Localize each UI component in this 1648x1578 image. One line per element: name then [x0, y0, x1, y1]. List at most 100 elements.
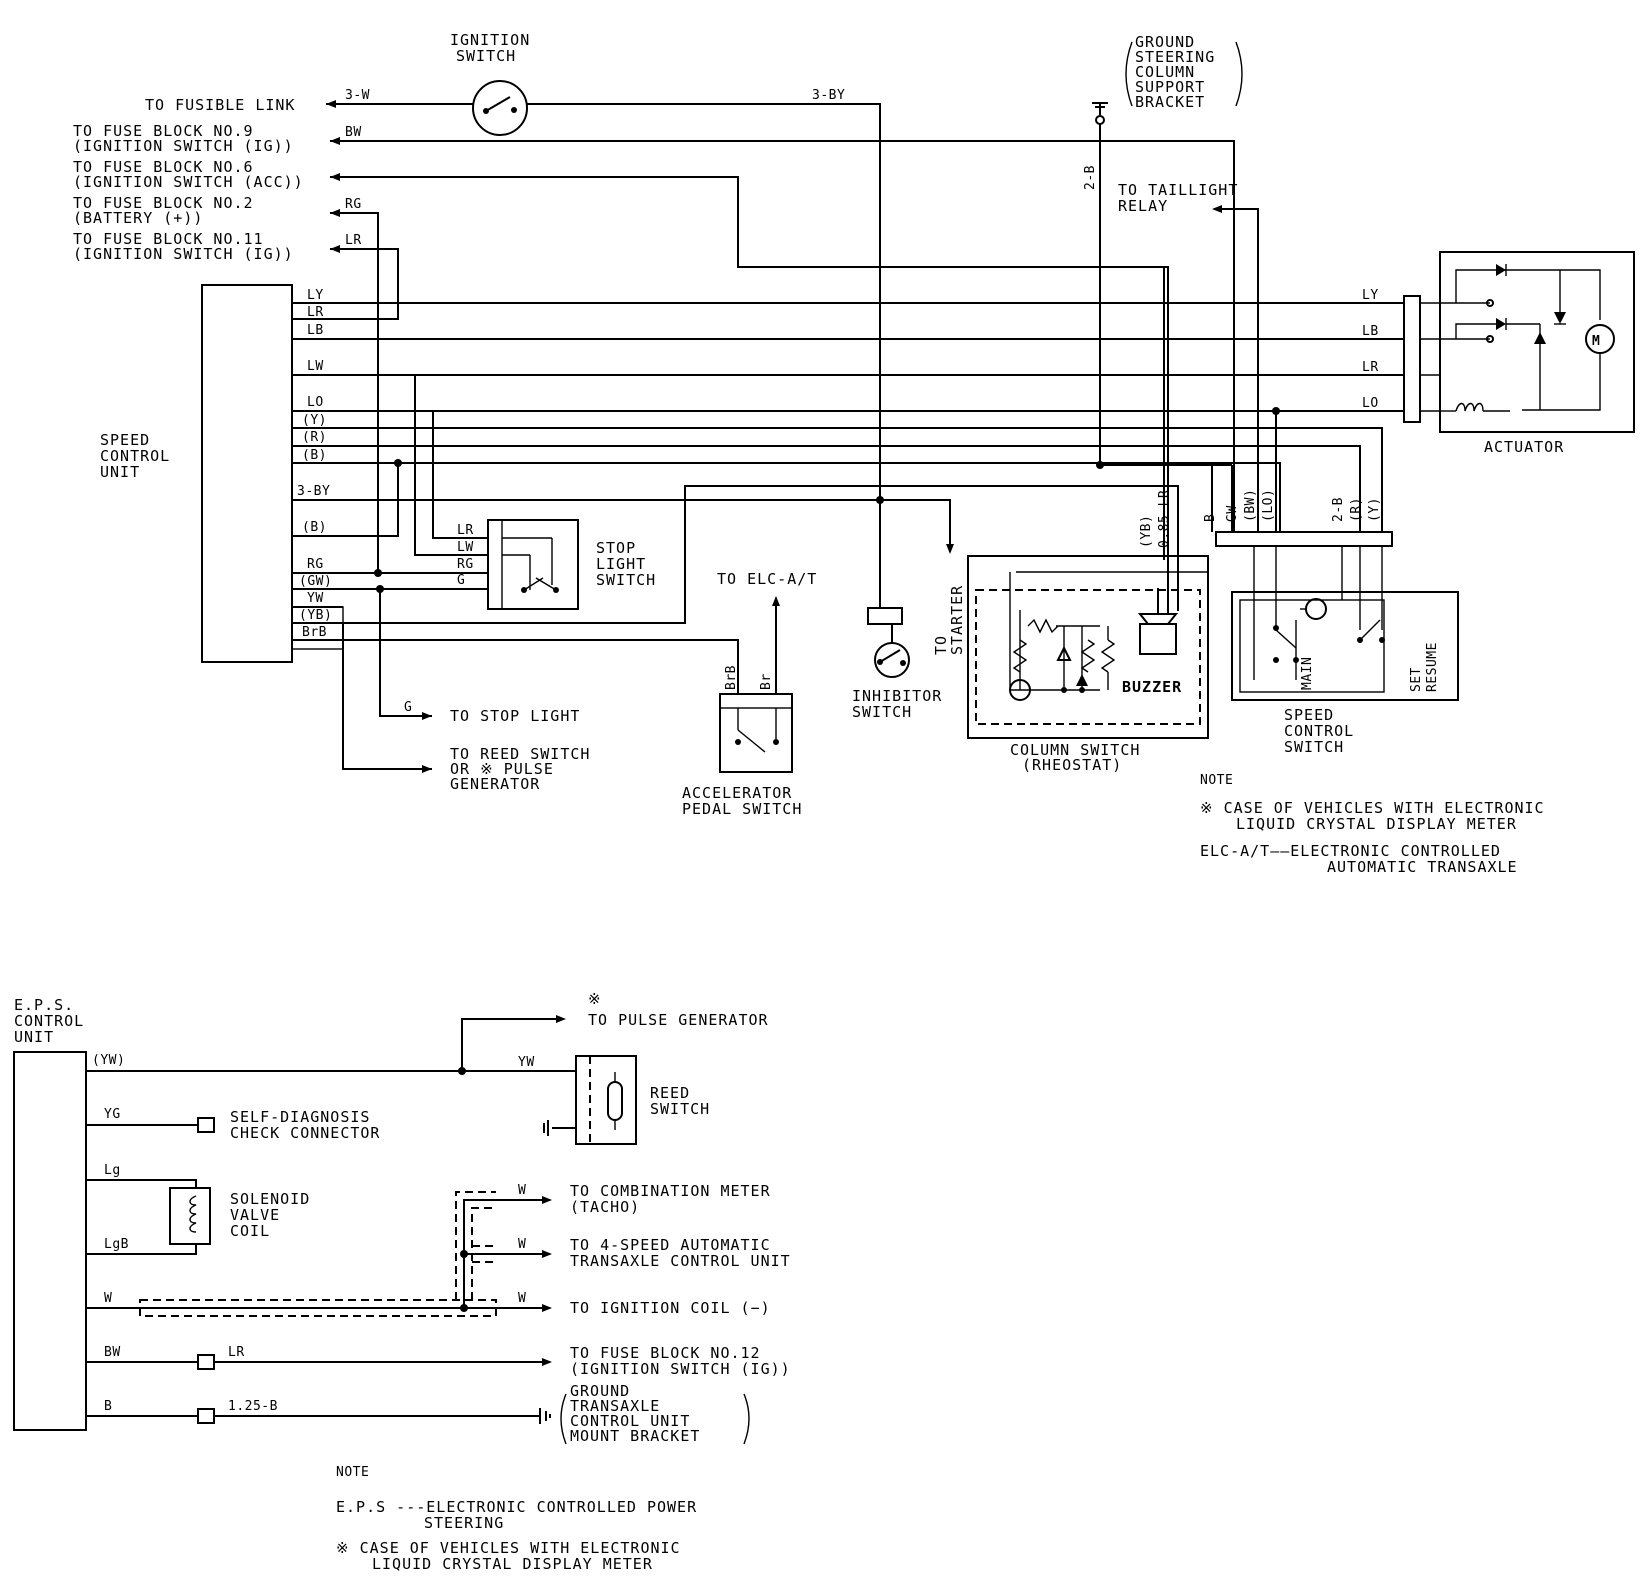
wire-to-reed — [342, 623, 432, 770]
taillight-label-1: TO TAILLIGHT — [1118, 181, 1238, 199]
ground-mount-label-1: GROUND — [570, 1382, 630, 1400]
eps-pin-b: B — [104, 1399, 112, 1414]
ground-bracket-label-1: GROUND — [1135, 33, 1195, 51]
fuse6-label-1: TO FUSE BLOCK NO.6 — [73, 158, 254, 176]
wire-3by-top — [527, 103, 881, 506]
stop-light-switch-label-1: STOP — [596, 539, 636, 557]
accelerator-pedal-switch — [719, 693, 793, 773]
scs-label-1: SPEED — [1284, 706, 1334, 724]
wire-label-w1: W — [518, 1183, 526, 1198]
bottom-note-1-line-2: STEERING — [424, 1514, 504, 1532]
pin-ly: LY — [307, 288, 324, 303]
wire-label-lr-top: LR — [345, 233, 362, 248]
fuse9-label-1: TO FUSE BLOCK NO.9 — [73, 122, 254, 140]
scs-pin-r: (R) — [1349, 497, 1364, 522]
sls-pin-lr: LR — [457, 523, 474, 538]
wire-r — [292, 445, 1361, 532]
bottom-note-1-line-1: E.P.S ---ELECTRONIC CONTROLLED POWER — [336, 1498, 697, 1516]
pin-b2: (B) — [302, 520, 327, 535]
scs-pin-y: (Y) — [1367, 497, 1382, 522]
sls-pin-g: G — [457, 573, 465, 588]
eps-unit-label-3: UNIT — [14, 1028, 54, 1046]
set-label: SET — [1409, 667, 1424, 692]
scs-pin-2b: 2-B — [1331, 497, 1346, 522]
arrow-left-icon — [326, 100, 336, 108]
eps-pin-lg: Lg — [104, 1163, 121, 1178]
wire-label-2b: 2-B — [1083, 165, 1098, 190]
column-switch — [967, 555, 1209, 739]
wire-to-starter — [898, 499, 951, 552]
to-fuse12-label-1: TO FUSE BLOCK NO.12 — [570, 1344, 761, 1362]
wire-label-bw-top: BW — [345, 125, 362, 140]
pin-lr: LR — [307, 305, 324, 320]
pin-lb: LB — [307, 323, 324, 338]
buzzer-label: BUZZER — [1122, 678, 1182, 696]
resume-label: RESUME — [1425, 642, 1440, 692]
wire-g-stop — [379, 589, 432, 717]
stop-light-switch — [487, 519, 579, 610]
self-diag-connector — [197, 1117, 215, 1133]
pulse-mark: ※ — [588, 990, 602, 1008]
wire-rg-top — [330, 212, 379, 574]
fuse11-label-1: TO FUSE BLOCK NO.11 — [73, 230, 264, 248]
wire-bw-top — [330, 140, 1235, 532]
top-note-1-line-2: LIQUID CRYSTAL DISPLAY METER — [1236, 815, 1517, 833]
ignition-switch: IGNITION SWITCH — [450, 31, 530, 136]
stop-light-switch-label-3: SWITCH — [596, 571, 656, 589]
scs-pin-b: B — [1203, 514, 1218, 522]
pin-rg: RG — [307, 557, 324, 572]
solenoid-label-3: COIL — [230, 1222, 270, 1240]
column-switch-label-1: COLUMN SWITCH — [1010, 741, 1140, 759]
inhibitor-label-2: SWITCH — [852, 703, 912, 721]
scs-pin-lo: (LO) — [1261, 489, 1276, 522]
to-reed-label-3: GENERATOR — [450, 775, 540, 793]
eps-control-unit — [13, 1051, 87, 1431]
ground-bracket-label-3: COLUMN — [1135, 63, 1195, 81]
wire-label-brb-v: BrB — [724, 665, 739, 690]
pin-gw: (GW) — [299, 574, 332, 589]
self-diag-label-1: SELF-DIAGNOSIS — [230, 1108, 370, 1126]
eps-pin-yw: (YW) — [92, 1053, 125, 1068]
wire-label-yw: YW — [518, 1055, 535, 1070]
fuse11-label-2: (IGNITION SWITCH (IG)) — [73, 245, 294, 263]
reed-ground-icon — [543, 1120, 576, 1136]
reed-switch — [575, 1055, 637, 1145]
reed-switch-label-2: SWITCH — [650, 1100, 710, 1118]
top-note-1-line-1: ※ CASE OF VEHICLES WITH ELECTRONIC — [1200, 799, 1545, 817]
pin-yb: (YB) — [299, 608, 332, 623]
eps-pin-lgb: LgB — [104, 1237, 129, 1252]
inhibitor-switch — [874, 642, 910, 678]
ground-transaxle-icon — [539, 1408, 551, 1424]
eps-pin-w: W — [104, 1291, 112, 1306]
act-pin-ly: LY — [1362, 288, 1379, 303]
scs-label-2: CONTROL — [1284, 722, 1354, 740]
to-starter-label-2: STARTER — [948, 585, 966, 655]
actuator-connector — [1403, 295, 1421, 423]
main-label: MAIN — [1300, 657, 1315, 690]
wire-label-yb-v: (YB) — [1139, 515, 1154, 548]
scs-pin-bw: (BW) — [1243, 489, 1258, 522]
to-ign-coil-label: TO IGNITION COIL (−) — [570, 1299, 771, 1317]
accel-label-2: PEDAL SWITCH — [682, 800, 802, 818]
wire-2b — [1099, 124, 1232, 466]
fuse2-label-2: (BATTERY (+)) — [73, 209, 203, 227]
to-pulse-gen-label: TO PULSE GENERATOR — [588, 1011, 769, 1029]
bottom-note-2-line-1: ※ CASE OF VEHICLES WITH ELECTRONIC — [336, 1539, 681, 1557]
stop-light-switch-label-2: LIGHT — [596, 555, 646, 573]
wire-label-br-v: Br — [759, 673, 774, 690]
pin-lo: LO — [307, 395, 324, 410]
wire-yb — [292, 485, 1179, 624]
wire-label-085lr: 0.85-LR — [1157, 490, 1172, 548]
wire-label-rg-top: RG — [345, 197, 362, 212]
pin-brb: BrB — [302, 625, 327, 640]
speed-control-unit — [201, 284, 293, 663]
bottom-note-2-line-2: LIQUID CRYSTAL DISPLAY METER — [372, 1555, 653, 1573]
coil-icon — [1455, 402, 1484, 412]
act-pin-lo: LO — [1362, 396, 1379, 411]
scs-label-3: SWITCH — [1284, 738, 1344, 756]
ignition-switch-label-1: IGNITION — [450, 31, 530, 49]
to-4speed-label-1: TO 4-SPEED AUTOMATIC — [570, 1236, 771, 1254]
eps-pin-yg: YG — [104, 1107, 121, 1122]
to-fusible-link-label: TO FUSIBLE LINK — [145, 96, 295, 114]
